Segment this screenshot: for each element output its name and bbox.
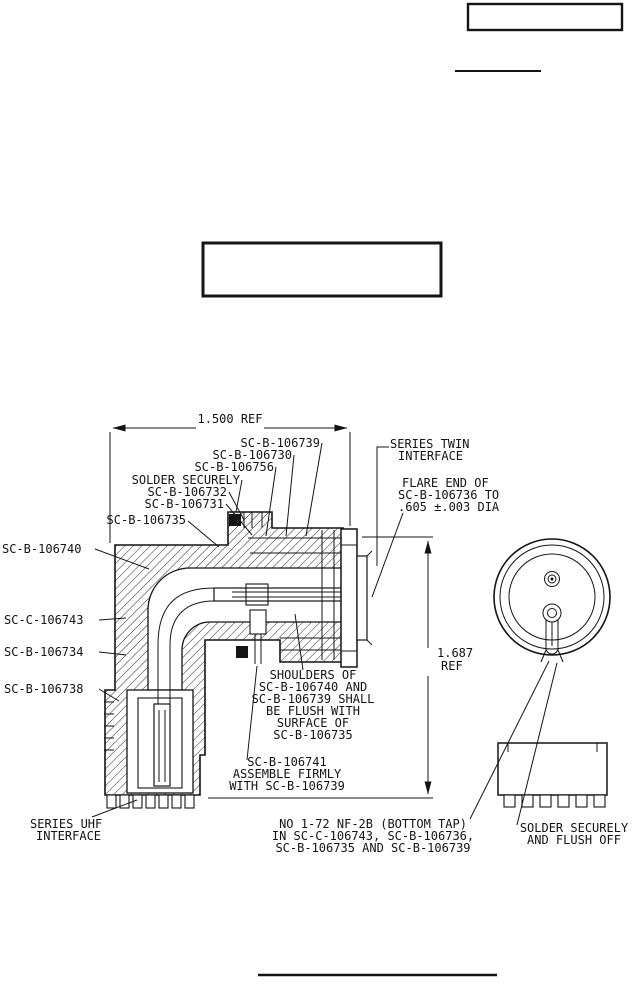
callout-sc-b-106740: SC-B-106740 — [2, 542, 81, 556]
note-assemble-line3: WITH SC-B-106739 — [229, 779, 345, 793]
end-view-base — [497, 742, 608, 808]
leader-assemble-note — [246, 665, 258, 761]
callout-sc-b-106738: SC-B-106738 — [4, 682, 83, 696]
note-bottom-tap-line3: SC-B-106735 AND SC-B-106739 — [275, 841, 470, 855]
center-conductor — [153, 583, 361, 787]
note-solder-flush-line1: SOLDER SECURELY — [520, 821, 629, 835]
leader-sc-b-106734 — [98, 651, 127, 656]
note-solder-flush-line2: AND FLUSH OFF — [527, 833, 621, 847]
leader-sc-b-106740 — [94, 548, 150, 570]
leader-lines — [91, 442, 558, 826]
note-assemble-line1: SC-B-106741 — [247, 755, 326, 769]
end-view-outer-ring — [493, 538, 611, 656]
callout-sc-b-106756: SC-B-106756 — [195, 460, 274, 474]
note-series-twin-line1: SERIES TWIN — [390, 437, 469, 451]
end-view-mid-ring — [499, 544, 605, 650]
barrel-shell-lines — [248, 530, 341, 660]
leader-sc-b-106735 — [187, 520, 220, 548]
leader-sc-b-106731 — [225, 503, 253, 536]
uhf-teeth — [106, 794, 195, 809]
leader-sc-b-106756 — [265, 466, 277, 537]
note-bottom-tap-line2: IN SC-C-106743, SC-B-106736, — [272, 829, 474, 843]
callout-sc-b-106731: SC-B-106731 — [145, 497, 224, 511]
leader-sc-c-106743 — [98, 617, 127, 621]
callout-sc-b-106735: SC-B-106735 — [107, 513, 186, 527]
solder-joint-top — [229, 514, 241, 526]
callout-sc-b-106734: SC-B-106734 — [4, 645, 83, 659]
note-flare-line1: FLARE END OF — [402, 476, 489, 490]
leader-shoulders-note — [294, 613, 304, 671]
note-shoulders-line2: SC-B-106740 AND — [259, 680, 367, 694]
leader-flare-end — [371, 512, 404, 598]
labels: 1.500 REF SC-B-106739 SC-B-106730 SC-B-1… — [2, 412, 629, 855]
leader-series-twin — [376, 446, 389, 566]
end-view-keyway — [544, 571, 560, 587]
note-bottom-tap-line1: NO 1-72 NF-2B (BOTTOM TAP) — [279, 817, 467, 831]
page-furniture — [201, 2, 624, 977]
note-series-uhf-line1: SERIES UHF — [30, 817, 102, 831]
height-dimension — [208, 536, 433, 799]
width-dimension — [109, 424, 351, 543]
dim-height-label-value: 1.687 — [437, 646, 473, 660]
solder-joint-lower — [236, 646, 248, 658]
note-series-twin-line2: INTERFACE — [398, 449, 463, 463]
note-shoulders-line3: SC-B-106739 SHALL — [252, 692, 375, 706]
note-shoulders-line4: BE FLUSH WITH — [266, 704, 360, 718]
dim-width-label: 1.500 REF — [197, 412, 262, 426]
twin-flange — [340, 528, 358, 668]
leader-bottom-tap — [469, 660, 550, 820]
callout-sc-b-106739: SC-B-106739 — [241, 436, 320, 450]
note-flare-line3: .605 ±.003 DIA — [398, 500, 500, 514]
leader-sc-b-106732 — [228, 491, 245, 521]
note-shoulders-line1: SHOULDERS OF — [270, 668, 357, 682]
contact-pin-assembly — [249, 609, 267, 664]
end-view-contact-pin — [540, 603, 564, 663]
leader-solder-flush — [516, 662, 558, 826]
note-shoulders-line6: SC-B-106735 — [273, 728, 352, 742]
uhf-inner-sleeve — [137, 697, 183, 789]
flared-tube-end — [356, 550, 373, 646]
dim-height-label-ref: REF — [441, 659, 463, 673]
uhf-center-pin — [153, 703, 171, 787]
callout-solder-securely: SOLDER SECURELY — [132, 473, 241, 487]
leader-series-uhf — [91, 799, 138, 818]
callout-sc-b-106732: SC-B-106732 — [148, 485, 227, 499]
leader-sc-b-106739 — [305, 442, 323, 537]
note-assemble-line2: ASSEMBLE FIRMLY — [233, 767, 342, 781]
title-box — [201, 241, 443, 298]
header-box — [466, 2, 624, 32]
callout-sc-b-106730: SC-B-106730 — [213, 448, 292, 462]
cross-section-view — [104, 511, 373, 809]
coupler-ribs — [104, 701, 114, 751]
note-shoulders-line5: SURFACE OF — [277, 716, 349, 730]
leader-sc-b-106738 — [98, 688, 120, 702]
end-view — [493, 538, 611, 808]
leader-sc-b-106730 — [285, 454, 295, 537]
note-series-uhf-line2: INTERFACE — [36, 829, 101, 843]
callout-sc-c-106743: SC-C-106743 — [4, 613, 83, 627]
note-flare-line2: SC-B-106736 TO — [398, 488, 499, 502]
